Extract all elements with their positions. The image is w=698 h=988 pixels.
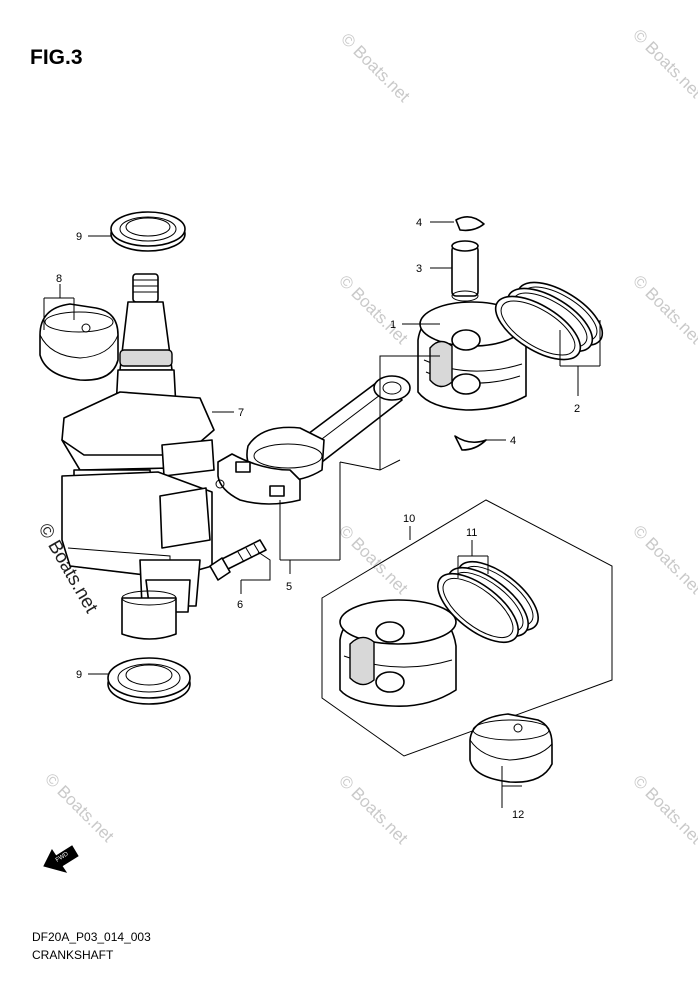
watermark-text: © Boats.net <box>337 29 414 106</box>
watermark-text: © Boats.net <box>629 771 698 848</box>
part-9-oil-seal-lower[interactable] <box>107 657 191 705</box>
callout-2: 2 <box>574 403 580 415</box>
part-1-piston[interactable] <box>417 301 527 411</box>
diagram-code: DF20A_P03_014_003 <box>32 930 151 944</box>
part-12-bearing[interactable] <box>469 713 553 783</box>
part-9-oil-seal-upper[interactable] <box>110 211 186 252</box>
leader-lines <box>43 221 601 808</box>
callout-5: 5 <box>286 581 292 593</box>
part-8-bearing[interactable] <box>39 303 119 381</box>
callout-9-upper: 9 <box>76 231 82 243</box>
callout-4-upper: 4 <box>416 217 422 229</box>
part-7-crankshaft[interactable] <box>61 273 215 640</box>
part-5-connecting-rod[interactable] <box>215 375 411 505</box>
fwd-arrow-icon: FWD <box>43 845 79 873</box>
callout-7: 7 <box>238 407 244 419</box>
callout-labels: 9 8 7 4 3 1 2 4 5 6 10 11 12 9 <box>56 217 580 821</box>
part-10-piston-set-box <box>321 499 613 757</box>
callout-1: 1 <box>390 319 396 331</box>
diagram-caption: CRANKSHAFT <box>32 948 114 962</box>
watermark-text: © Boats.net <box>629 521 698 598</box>
watermark-text: © Boats.net <box>41 769 118 846</box>
callout-9-lower: 9 <box>76 669 82 681</box>
part-3-piston-pin[interactable] <box>451 240 479 302</box>
figure-title: FIG.3 <box>30 46 83 69</box>
part-4-circlip-lower[interactable] <box>454 435 487 451</box>
callout-4-lower: 4 <box>510 435 516 447</box>
part-10-piston[interactable] <box>339 599 457 707</box>
part-4-circlip-upper[interactable] <box>455 216 485 232</box>
watermark-text: © Boats.net <box>629 25 698 102</box>
part-11-piston-rings[interactable] <box>427 549 550 655</box>
part-6-conrod-bolt[interactable] <box>209 539 267 581</box>
watermark-text: © Boats.net <box>335 771 412 848</box>
callout-6: 6 <box>237 599 243 611</box>
callout-3: 3 <box>416 263 422 275</box>
watermark-text: © Boats.net <box>335 271 412 348</box>
callout-10: 10 <box>403 513 415 525</box>
callout-12: 12 <box>512 809 524 821</box>
watermark-text: © Boats.net <box>629 271 698 348</box>
watermark-text: © Boats.net <box>335 521 412 598</box>
callout-11: 11 <box>466 527 477 539</box>
part-2-piston-rings[interactable] <box>486 270 613 372</box>
callout-8: 8 <box>56 273 62 285</box>
